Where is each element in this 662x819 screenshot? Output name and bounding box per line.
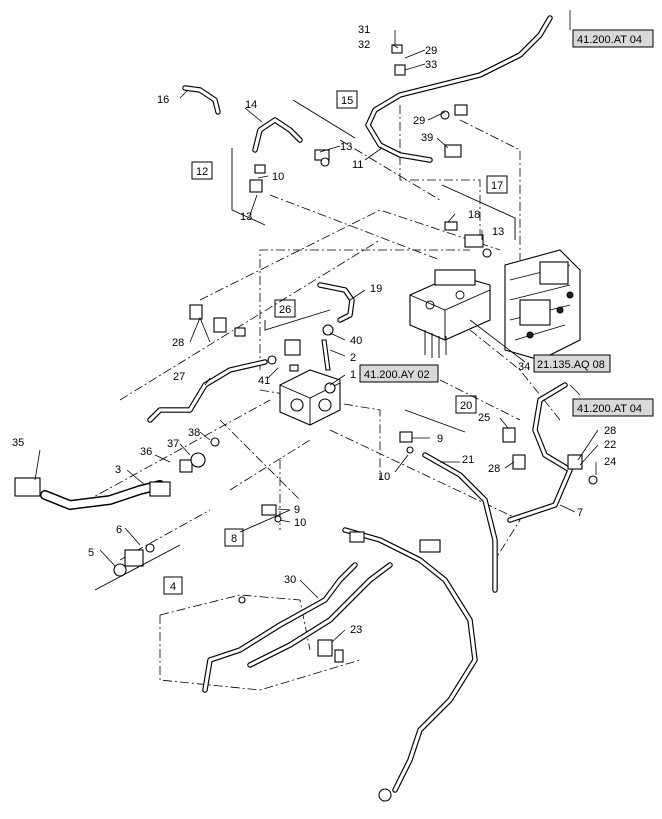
callout-28: 28 [604,425,616,437]
callout-27: 27 [173,371,185,383]
callout-11: 11 [352,159,363,171]
callout-9: 9 [437,433,443,445]
callout-13: 13 [340,141,352,153]
callout-13: 13 [492,226,504,238]
callout-41: 41 [258,375,270,387]
callout-10: 10 [294,517,306,529]
callout-24: 24 [604,456,616,468]
reference-label[interactable]: 21.135.AQ 08 [537,359,605,371]
callout-2: 2 [350,352,356,364]
callout-22: 22 [604,439,616,451]
group-17: 17 [491,180,503,192]
callout-32: 32 [358,39,370,51]
leader-lines [34,30,599,643]
group-12: 12 [196,166,208,178]
callout-29: 29 [413,115,425,127]
callout-40: 40 [350,335,362,347]
hose-3 [40,480,165,510]
callout-30: 30 [284,574,296,586]
reference-boxes [359,10,654,417]
reference-label[interactable]: 41.200.AY 02 [364,369,430,381]
pipe-27 [147,359,268,423]
callout-1: 1 [350,369,356,381]
callout-28: 28 [172,337,184,349]
group-15: 15 [341,95,353,107]
callout-39: 39 [421,132,433,144]
pipe-7 [507,382,573,523]
callout-16: 16 [157,94,169,106]
group-26: 26 [279,304,291,316]
group-8: 8 [231,533,237,545]
callout-36: 36 [140,446,152,458]
reference-label[interactable]: 41.200.AT 04 [577,34,642,46]
pipe-19 [317,282,355,323]
callout-7: 7 [577,507,583,519]
callout-9: 9 [294,504,300,516]
control-valve-body [504,249,581,361]
callout-23: 23 [350,624,362,636]
callout-5: 5 [88,547,94,559]
callout-34: 34 [518,361,530,373]
group-20: 20 [460,400,472,412]
callout-21: 21 [462,454,474,466]
callout-13: 13 [240,211,252,223]
callout-18: 18 [468,209,480,221]
pipe-16 [182,85,221,115]
callout-10: 10 [378,471,390,483]
center-lines [69,105,561,691]
callout-35: 35 [12,437,24,449]
callout-38: 38 [188,427,200,439]
valve-block-34 [409,269,491,358]
reference-label[interactable]: 41.200.AT 04 [577,403,642,415]
callout-28: 28 [488,463,500,475]
callout-3: 3 [115,464,121,476]
group-4: 4 [170,581,176,593]
group-number-boxes [163,90,508,595]
pipe-14 [252,117,303,153]
callout-31: 31 [358,24,370,36]
pipe-11 [365,15,553,163]
fittings [14,44,598,663]
wire-harness [247,527,478,802]
callout-25: 25 [478,412,490,424]
callout-19: 19 [370,283,382,295]
callout-10: 10 [272,171,284,183]
group-brackets [94,99,516,591]
callout-6: 6 [116,524,122,536]
callout-14: 14 [245,99,257,111]
callout-33: 33 [425,59,437,71]
callout-37: 37 [167,438,179,450]
pipe-30 [202,562,358,693]
callout-numbers: 31 32 29 33 29 39 16 14 13 11 10 13 18 1… [12,24,616,636]
callout-29: 29 [425,45,437,57]
pipe-21 [422,452,498,593]
